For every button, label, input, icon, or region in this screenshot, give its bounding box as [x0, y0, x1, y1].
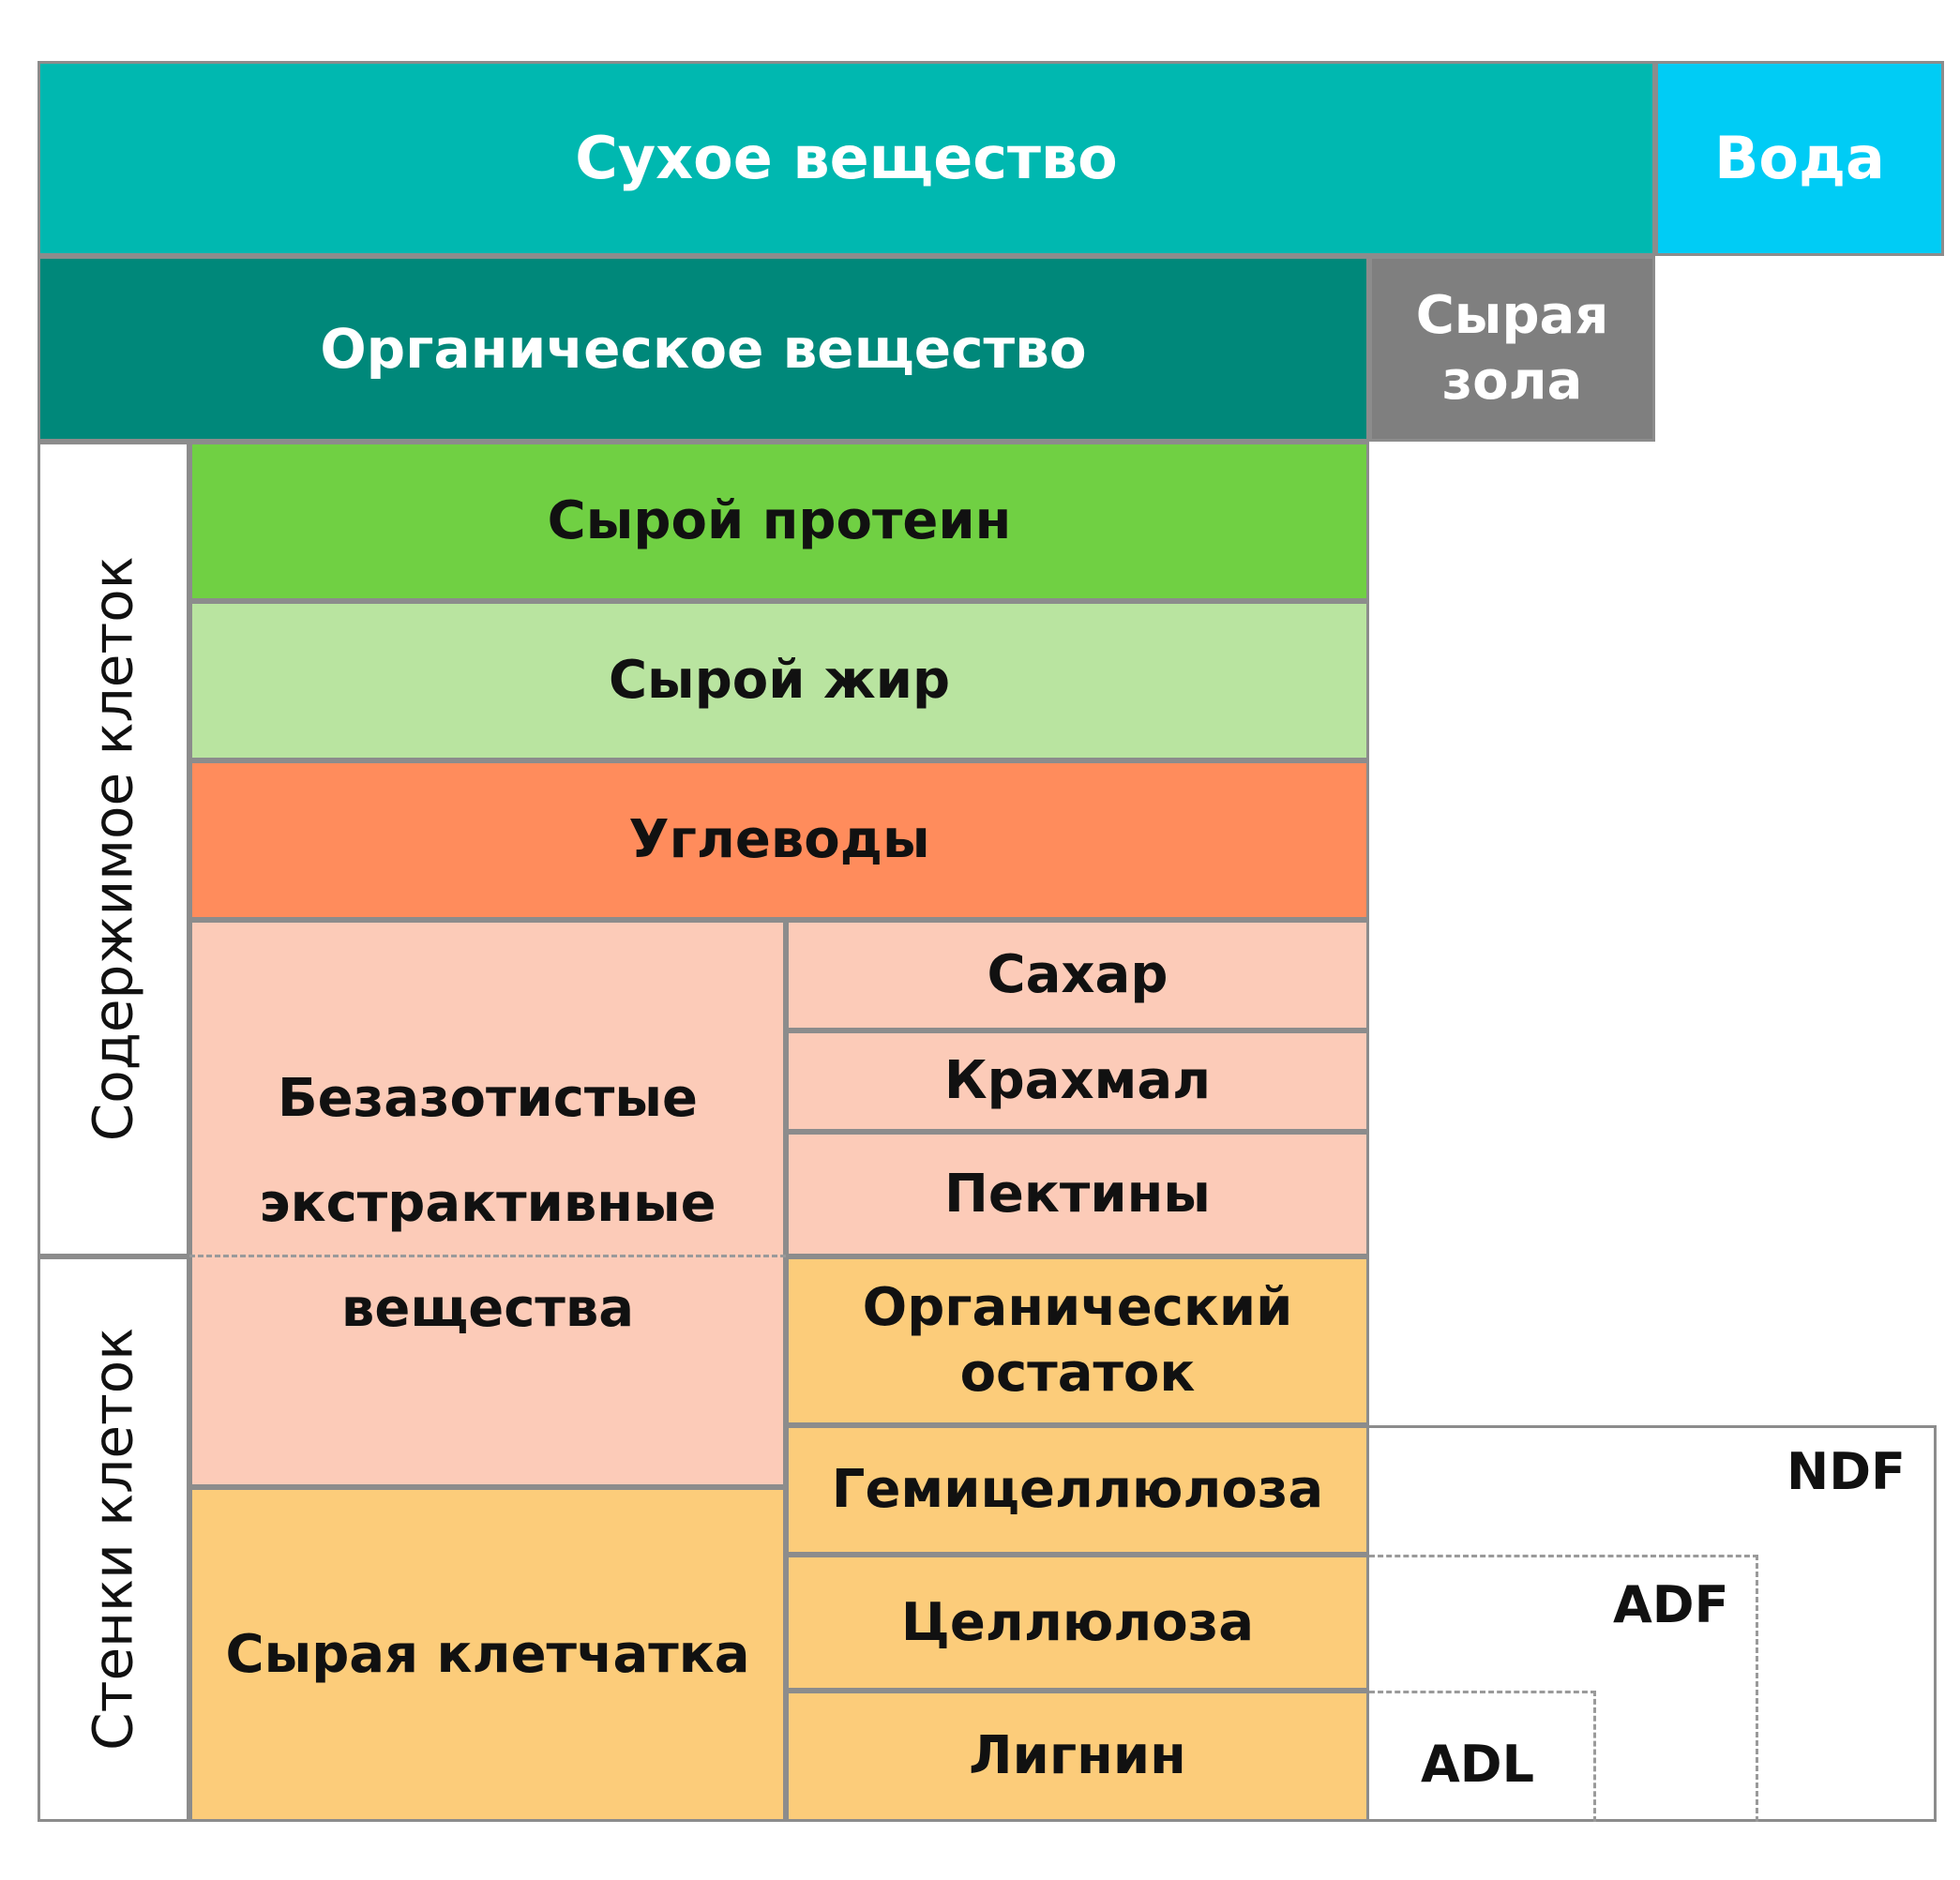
dry-matter-label: Сухое вещество: [575, 124, 1118, 193]
sugar-block: Сахар: [786, 920, 1369, 1030]
pectins-block: Пектины: [786, 1132, 1369, 1256]
organic-residue-label: Органический остаток: [863, 1275, 1293, 1406]
cellulose-label: Целлюлоза: [900, 1591, 1255, 1653]
cell-contents-label: Содержимое клеток: [81, 556, 145, 1142]
cellulose-block: Целлюлоза: [786, 1555, 1369, 1691]
water-label: Вода: [1714, 124, 1885, 193]
crude-fat-label: Сырой жир: [608, 650, 951, 711]
sugar-label: Сахар: [987, 944, 1168, 1005]
contents-walls-dashed-divider: [189, 1255, 786, 1257]
nfe-line1: Безазотистые: [278, 1067, 698, 1129]
dry-matter-block: Сухое вещество: [38, 61, 1655, 256]
crude-ash-line1: Сырая: [1415, 285, 1609, 346]
nfe-line3: вещества: [340, 1277, 635, 1339]
ndf-bracket: [1369, 1425, 1937, 1822]
organic-matter-block: Органическое вещество: [38, 256, 1369, 442]
crude-fiber-label: Сырая клетчатка: [225, 1623, 750, 1685]
hemicellulose-label: Гемицеллюлоза: [831, 1459, 1324, 1520]
crude-protein-block: Сырой протеин: [189, 442, 1369, 601]
water-block: Вода: [1655, 61, 1944, 256]
carbohydrates-block: Углеводы: [189, 760, 1369, 920]
nitrogen-free-extract-label: Безазотистые экстрактивные вещества: [259, 1046, 716, 1361]
nfe-line2: экстрактивные: [259, 1172, 716, 1234]
crude-ash-line2: зола: [1441, 351, 1583, 412]
starch-block: Крахмал: [786, 1030, 1369, 1132]
crude-ash-block: Сырая зола: [1369, 256, 1655, 442]
hemicellulose-block: Гемицеллюлоза: [786, 1425, 1369, 1555]
organic-residue-line2: остаток: [959, 1343, 1196, 1404]
nitrogen-free-extract-block: Безазотистые экстрактивные вещества: [189, 920, 786, 1487]
organic-matter-label: Органическое вещество: [320, 316, 1087, 381]
crude-ash-label: Сырая зола: [1416, 283, 1609, 414]
starch-label: Крахмал: [943, 1050, 1212, 1111]
lignin-block: Лигнин: [786, 1691, 1369, 1822]
adf-bracket: [1369, 1555, 1758, 1822]
pectins-label: Пектины: [944, 1163, 1211, 1225]
carbohydrates-label: Углеводы: [628, 809, 930, 870]
ndf-label: NDF: [1787, 1442, 1906, 1501]
crude-protein-label: Сырой протеин: [547, 490, 1012, 551]
adf-label: ADF: [1613, 1575, 1729, 1634]
crude-fiber-block: Сырая клетчатка: [189, 1487, 786, 1822]
adl-label: ADL: [1421, 1735, 1535, 1794]
organic-residue-block: Органический остаток: [786, 1256, 1369, 1425]
organic-residue-line1: Органический: [862, 1277, 1293, 1338]
cell-walls-side-block: Стенки клеток: [38, 1256, 189, 1822]
adl-bracket: [1369, 1691, 1596, 1822]
lignin-label: Лигнин: [969, 1725, 1186, 1786]
crude-fat-block: Сырой жир: [189, 601, 1369, 760]
cell-contents-side-block: Содержимое клеток: [38, 442, 189, 1256]
cell-walls-label: Стенки клеток: [81, 1327, 145, 1752]
